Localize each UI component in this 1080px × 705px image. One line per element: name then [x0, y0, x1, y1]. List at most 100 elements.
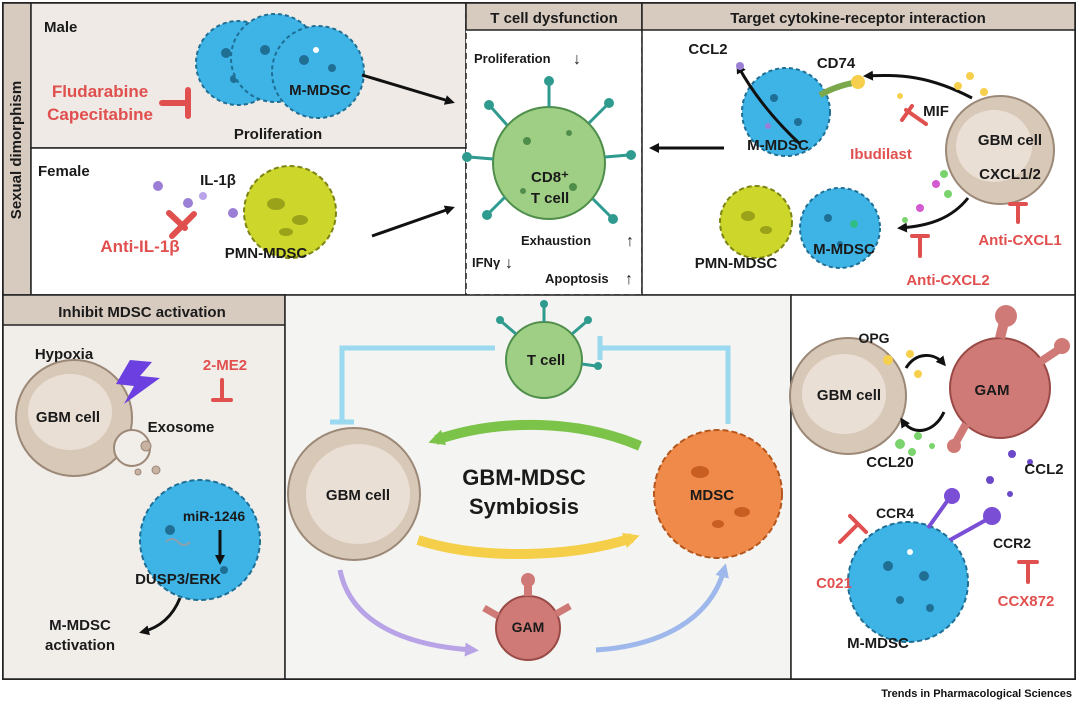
inhibit-gbm-label: GBM cell: [36, 409, 100, 426]
inhibit-gbm-cell: [15, 359, 151, 477]
ccl20-label: CCL20: [866, 454, 914, 471]
anti-cxcl2-inhibitor-symbol: [910, 234, 930, 258]
ifn-label: IFNγ: [472, 255, 501, 270]
2-me2-label: 2-ME2: [203, 357, 247, 374]
c021-label: C021: [816, 575, 852, 592]
mir-1246-label: miR-1246: [183, 508, 245, 524]
activation-line2: activation: [45, 637, 115, 654]
cxcl-label: CXCL1/2: [979, 166, 1041, 183]
capecitabine-label: Capecitabine: [47, 105, 153, 124]
anti-cxcl1-inhibitor-symbol: [1008, 202, 1028, 224]
cxcl-dots: [902, 170, 952, 223]
right-gbm-cell: [789, 337, 907, 455]
center-gbm-label: GBM cell: [326, 487, 390, 504]
target-pmn-mdsc-cell: [719, 185, 793, 259]
gbm-to-mdsc-arrow: [416, 532, 640, 560]
right-gam-label: GAM: [975, 382, 1010, 399]
male-mmdsc-cluster: [195, 13, 365, 119]
ccr2-label: CCR2: [993, 535, 1031, 551]
anti-cxcl2-label: Anti-CXCL2: [906, 272, 989, 289]
ccx872-label: CCX872: [998, 593, 1055, 610]
apoptosis-label: Apoptosis: [545, 271, 609, 286]
target-mmdsc-cell: [741, 67, 831, 157]
mif-arrow: [863, 70, 973, 100]
male-to-tcell-arrow: [361, 73, 455, 105]
anti-il1b-label: Anti-IL-1β: [100, 237, 179, 256]
apoptosis-up-arrow: ↑: [625, 271, 633, 288]
center-gam-label: GAM: [512, 619, 545, 635]
ccl2-label: CCL2: [688, 41, 727, 58]
hypoxia-label: Hypoxia: [35, 346, 94, 363]
gbm-to-gam-arrow: [337, 569, 479, 657]
right-mmdsc-cell: [847, 521, 969, 643]
tcell-proliferation-label: Proliferation: [474, 51, 551, 66]
inhibit-mmdsc-cell: [139, 479, 261, 601]
center-mdsc-cell: [653, 429, 783, 559]
gbm-to-gam-cycle-arrow: [904, 354, 946, 369]
mif-label: MIF: [923, 103, 949, 120]
target-mmdsc-cell-2: [799, 187, 881, 269]
target-interaction-title: Target cytokine-receptor interaction: [730, 10, 986, 27]
target-mmdsc2-label: M-MDSC: [813, 241, 875, 258]
journal-footer: Trends in Pharmacological Sciences: [881, 688, 1072, 700]
cd8-tcell: [462, 76, 636, 224]
center-gbm-cell: [287, 427, 421, 561]
cd74-ligand: [851, 75, 865, 89]
female-pmn-mdsc-label: PMN-MDSC: [225, 245, 308, 262]
exosome-label: Exosome: [148, 419, 215, 436]
right-mmdsc-label: M-MDSC: [847, 635, 909, 652]
anti-cxcl1-label: Anti-CXCL1: [978, 232, 1061, 249]
right-gam-cell: [947, 305, 1070, 453]
gam-to-mdsc-arrow: [595, 563, 729, 653]
symbiosis-title-line1: GBM-MDSC: [462, 465, 586, 490]
cd74-label: CD74: [817, 55, 856, 72]
tcell-dysfunction-title: T cell dysfunction: [490, 10, 618, 27]
hypoxia-lightning-icon: [116, 360, 160, 404]
exhaustion-up-arrow: ↑: [626, 233, 634, 250]
symbiosis-title-line2: Symbiosis: [469, 494, 579, 519]
ccr4-label: CCR4: [876, 505, 914, 521]
ccl20-dots: [895, 432, 935, 456]
target-pmn-mdsc-label: PMN-MDSC: [695, 255, 778, 272]
center-tcell: [496, 300, 602, 399]
male-proliferation-label: Proliferation: [234, 126, 322, 143]
il1b-label: IL-1β: [200, 172, 236, 189]
ibudilast-label: Ibudilast: [850, 146, 912, 163]
male-inhibitor-symbol: [159, 87, 191, 119]
proliferation-down-arrow: ↓: [573, 51, 581, 68]
ccl2-dot: [736, 62, 744, 70]
sexual-dimorphism-label: Sexual dimorphism: [8, 81, 25, 219]
dusp3-erk-label: DUSP3/ERK: [135, 571, 221, 588]
cd8-label: CD8⁺: [531, 169, 569, 186]
male-title: Male: [44, 19, 77, 36]
opg-dots: [883, 350, 922, 378]
center-gam-cell: [482, 573, 572, 661]
right-gbm-label: GBM cell: [817, 387, 881, 404]
tcell-to-gbm-inhibit-line: [339, 345, 495, 420]
opg-label: OPG: [858, 330, 889, 346]
ccl2-arrow: [736, 63, 802, 146]
tcell-label: T cell: [531, 190, 569, 207]
mdsc-to-gbm-arrow: [428, 419, 642, 451]
center-tcell-label: T cell: [527, 352, 565, 369]
female-inhibitor-symbol: [166, 210, 197, 239]
male-mmdsc-label: M-MDSC: [289, 82, 351, 99]
inhibit-mdsc-title: Inhibit MDSC activation: [58, 304, 226, 321]
exhaustion-label: Exhaustion: [521, 233, 591, 248]
target-gbm-cell: [945, 95, 1055, 205]
ccx872-inhibitor-symbol: [1017, 560, 1039, 584]
fludarabine-label: Fludarabine: [52, 82, 148, 101]
activation-line1: M-MDSC: [49, 617, 111, 634]
ccl2-right-label: CCL2: [1024, 461, 1063, 478]
mdsc-to-tcell-inhibit-line: [602, 345, 731, 424]
center-mdsc-label: MDSC: [690, 487, 734, 504]
activation-arrow: [139, 597, 182, 636]
ccl2-right-dots: [986, 450, 1033, 497]
target-gbm-label: GBM cell: [978, 132, 1042, 149]
pmn-mdsc-cell: [243, 165, 337, 259]
mif-dots: [897, 72, 988, 99]
target-mmdsc-label: M-MDSC: [747, 137, 809, 154]
gam-to-gbm-cycle-arrow: [900, 411, 946, 432]
cxcl-arrow: [897, 197, 970, 233]
